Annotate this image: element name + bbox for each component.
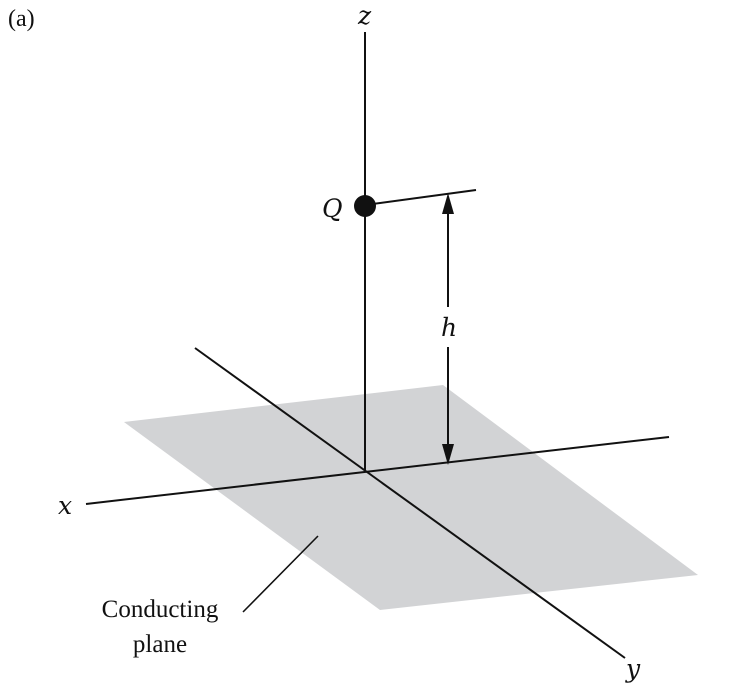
height-label: h [441,313,457,342]
plane-caption-line1: Conducting [102,596,219,623]
y-axis-label: y [625,654,641,683]
x-axis [85,436,670,505]
charge-label: Q [322,194,343,223]
panel-label: (a) [8,6,35,32]
height-reference-line [364,189,477,206]
point-charge [354,195,376,217]
caption-leader-line [242,535,319,613]
height-dimension-arrow [442,193,454,465]
z-axis-label: z [357,1,372,30]
conducting-plane [124,385,698,610]
x-axis-label: x [58,491,72,520]
plane-caption-line2: plane [133,631,187,658]
y-axis [194,347,626,659]
